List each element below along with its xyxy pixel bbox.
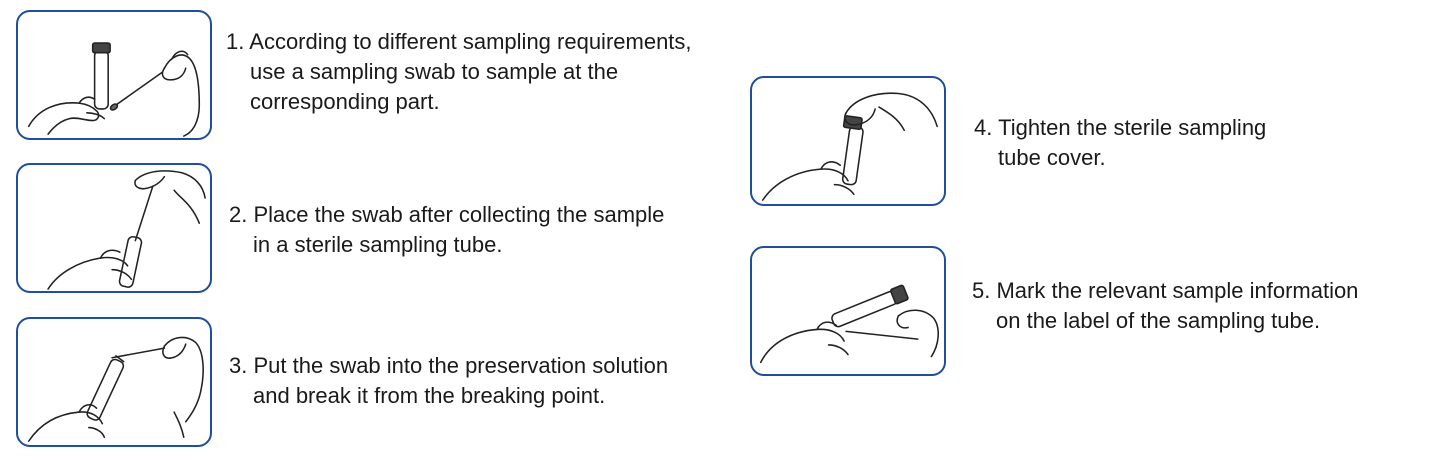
step-3-line-1: Put the swab into the preservation solut…	[253, 353, 669, 378]
step-2-illustration-frame	[16, 163, 212, 293]
step-4-number: 4.	[974, 115, 993, 140]
step-2-text: 2. Place the swab after collecting the s…	[229, 200, 664, 260]
step-5-text: 5. Mark the relevant sample information …	[972, 276, 1358, 336]
label-tube-illustration	[759, 284, 939, 364]
swab-sampling-illustration	[27, 42, 201, 137]
step-4-line-2: tube cover.	[998, 145, 1106, 170]
break-swab-illustration	[27, 336, 204, 442]
swab-into-tube-illustration	[47, 170, 206, 290]
step-5-illustration-frame	[750, 246, 946, 376]
tighten-cover-illustration	[761, 92, 938, 201]
step-1-line-2: use a sampling swab to sample at the	[250, 59, 619, 84]
step-4-illustration-frame	[750, 76, 946, 206]
step-3-text: 3. Put the swab into the preservation so…	[229, 351, 668, 411]
step-5-line-2: on the label of the sampling tube.	[996, 308, 1321, 333]
step-1-illustration-frame	[16, 10, 212, 140]
step-5-number: 5.	[972, 278, 991, 303]
step-4-text: 4. Tighten the sterile sampling tube cov…	[974, 113, 1266, 173]
step-3-number: 3.	[229, 353, 248, 378]
step-2-number: 2.	[229, 202, 248, 227]
step-1-number: 1.	[226, 29, 245, 54]
step-3-illustration-frame	[16, 317, 212, 447]
step-2-line-1: Place the swab after collecting the samp…	[253, 202, 665, 227]
step-2-line-2: in a sterile sampling tube.	[253, 232, 503, 257]
step-5-line-1: Mark the relevant sample information	[996, 278, 1359, 303]
step-1-text: 1. According to different sampling requi…	[226, 27, 692, 117]
step-4-line-1: Tighten the sterile sampling	[998, 115, 1267, 140]
step-3-line-2: and break it from the breaking point.	[253, 383, 606, 408]
step-1-line-3: corresponding part.	[250, 89, 440, 114]
step-1-line-1: According to different sampling requirem…	[249, 29, 692, 54]
